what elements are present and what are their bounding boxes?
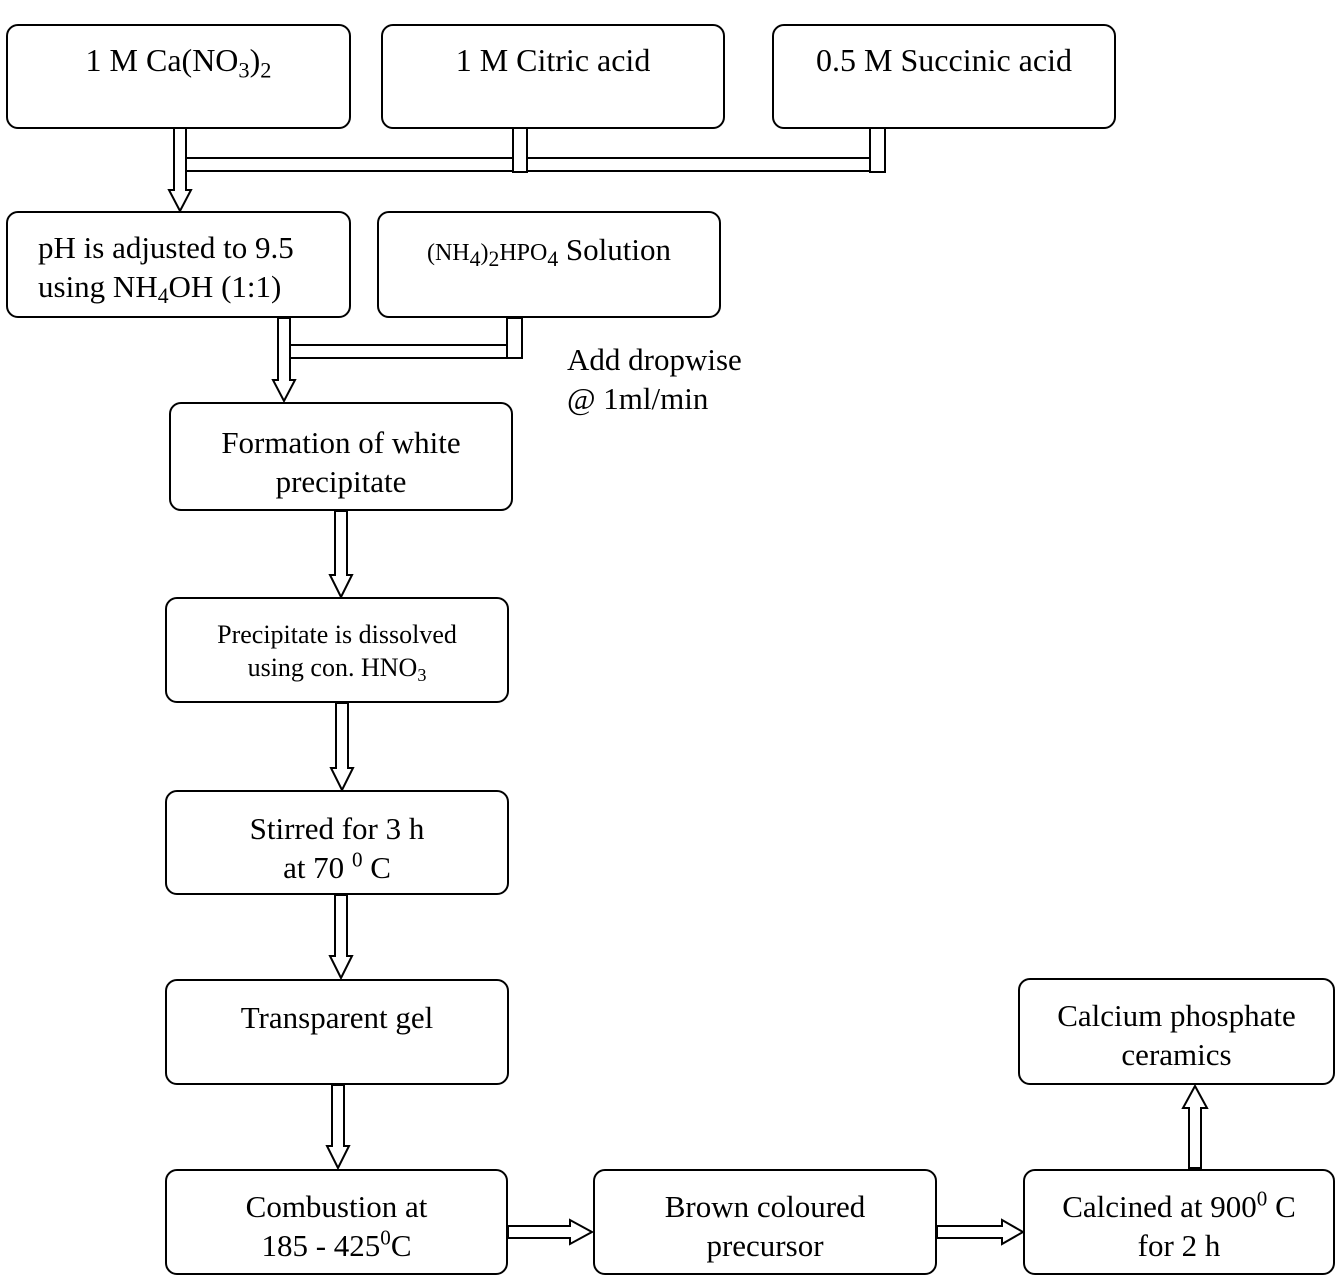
arrow-to-dissolve xyxy=(328,510,354,600)
ph-adjust-line2: using NH4OH (1:1) xyxy=(38,268,282,308)
succinic-acid-label: 0.5 M Succinic acid xyxy=(816,42,1072,78)
box-white-precipitate: Formation of white precipitate xyxy=(169,402,513,511)
dap-drop-stem xyxy=(506,317,523,359)
box-dissolve: Precipitate is dissolved using con. HNO3 xyxy=(165,597,509,703)
precursor-line2: precursor xyxy=(706,1227,824,1263)
arrow-to-precipitate xyxy=(271,317,297,404)
combustion-line1: Combustion at xyxy=(245,1189,428,1224)
box-calcium-nitrate: 1 M Ca(NO3)2 xyxy=(6,24,351,129)
arrow-to-precursor xyxy=(507,1218,595,1246)
dissolve-line1: Precipitate is dissolved xyxy=(217,620,457,649)
stirred-line1: Stirred for 3 h xyxy=(249,811,425,846)
arrow-to-gel xyxy=(328,894,354,981)
reagent-merge-bus xyxy=(177,157,883,172)
dap-feed-bus xyxy=(284,344,523,359)
box-dap-solution: (NH4)2HPO4 Solution xyxy=(377,211,721,318)
arrow-to-stirred xyxy=(329,702,355,793)
box-calcined: Calcined at 9000 C for 2 h xyxy=(1023,1169,1335,1275)
arrow-to-ph-adjust xyxy=(167,127,193,214)
citric-drop-stem xyxy=(512,127,528,173)
arrow-to-ceramics xyxy=(1181,1083,1209,1169)
box-brown-precursor: Brown coloured precursor xyxy=(593,1169,937,1275)
dropwise-line1: Add dropwise xyxy=(567,342,742,377)
combustion-line2: 185 - 4250C xyxy=(261,1225,412,1263)
succinic-drop-stem xyxy=(869,127,886,173)
ceramics-line2: ceramics xyxy=(1121,1036,1232,1072)
box-calcium-phosphate-ceramics: Calcium phosphate ceramics xyxy=(1018,978,1335,1085)
calcined-line1: Calcined at 9000 C xyxy=(1062,1186,1296,1224)
dap-solution-label: (NH4)2HPO4 Solution xyxy=(426,232,672,272)
white-precipitate-line2: precipitate xyxy=(275,463,407,499)
white-precipitate-line1: Formation of white xyxy=(221,425,461,460)
box-transparent-gel: Transparent gel xyxy=(165,979,509,1085)
citric-acid-label: 1 M Citric acid xyxy=(455,42,651,78)
stirred-line2: at 70 0 C xyxy=(283,847,391,885)
precursor-line1: Brown coloured xyxy=(664,1189,866,1224)
dropwise-annotation: Add dropwise @ 1ml/min xyxy=(567,341,742,419)
box-succinic-acid: 0.5 M Succinic acid xyxy=(772,24,1116,129)
calcium-nitrate-label: 1 M Ca(NO3)2 xyxy=(85,42,272,83)
dropwise-line2: @ 1ml/min xyxy=(567,380,709,416)
box-citric-acid: 1 M Citric acid xyxy=(381,24,725,129)
transparent-gel-label: Transparent gel xyxy=(240,1000,434,1035)
arrow-to-calcined xyxy=(936,1218,1026,1246)
dissolve-line2: using con. HNO3 xyxy=(247,652,427,685)
calcined-line2: for 2 h xyxy=(1137,1227,1221,1263)
arrow-to-combustion xyxy=(325,1084,351,1171)
box-ph-adjust: pH is adjusted to 9.5 using NH4OH (1:1) xyxy=(6,211,351,318)
ceramics-line1: Calcium phosphate xyxy=(1057,998,1296,1033)
box-combustion: Combustion at 185 - 4250C xyxy=(165,1169,508,1275)
ph-adjust-line1: pH is adjusted to 9.5 xyxy=(38,230,294,265)
box-stirred: Stirred for 3 h at 70 0 C xyxy=(165,790,509,895)
